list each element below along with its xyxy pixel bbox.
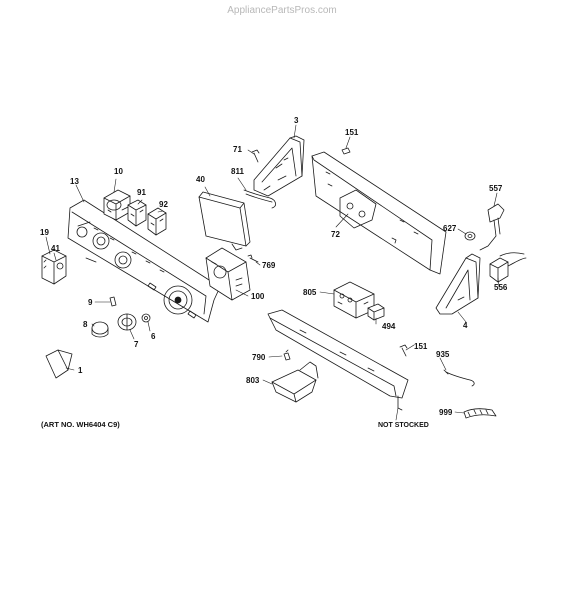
callout-40: 40 (196, 175, 205, 184)
callout-151-lower: 151 (414, 342, 428, 351)
callout-151-top: 151 (345, 128, 359, 137)
callout-805: 805 (303, 288, 317, 297)
bracket-40 (198, 191, 251, 251)
callout-1: 1 (78, 366, 83, 375)
screw-71 (251, 149, 260, 163)
timer-100 (205, 247, 251, 301)
callout-92: 92 (159, 200, 168, 209)
watermark: AppliancePartsPros.com (227, 5, 337, 16)
callout-627: 627 (443, 224, 457, 233)
connector-494 (367, 303, 385, 321)
knob-7 (117, 313, 137, 331)
clip-9 (109, 296, 117, 307)
callout-811: 811 (231, 167, 244, 176)
callout-8: 8 (83, 320, 88, 329)
knob-8 (91, 321, 109, 338)
callout-7: 7 (134, 340, 139, 349)
clip-790 (283, 349, 291, 361)
literature-1 (45, 349, 73, 379)
knob-6 (141, 313, 151, 323)
callout-3: 3 (294, 116, 299, 125)
part-803 (271, 361, 319, 403)
callout-557: 557 (489, 184, 503, 193)
clip-151-top (341, 147, 351, 155)
callout-19: 19 (40, 228, 49, 237)
not-stocked-label: NOT STOCKED (378, 422, 429, 429)
end-cap-3 (253, 135, 305, 197)
selector-switch-92 (147, 207, 167, 236)
callout-9: 9 (88, 298, 93, 307)
callout-999: 999 (439, 408, 453, 417)
screw-151-lower (399, 344, 408, 357)
switch-assembly (41, 249, 67, 285)
art-number: (ART NO. WH6404 C9) (41, 420, 120, 429)
callout-4: 4 (463, 321, 468, 330)
callout-91: 91 (137, 188, 146, 197)
callout-10: 10 (114, 167, 123, 176)
rotary-switch (103, 189, 131, 221)
wire-tie-999 (463, 408, 497, 419)
callout-13: 13 (70, 177, 79, 186)
bottom-support-bracket (267, 309, 409, 411)
switch-block-805 (333, 281, 375, 319)
callout-494: 494 (382, 322, 396, 331)
connector-556 (489, 252, 527, 283)
wire-harness-811 (243, 189, 276, 209)
wire-935 (443, 369, 475, 387)
callout-71: 71 (233, 145, 242, 154)
end-cap-4 (435, 253, 481, 315)
callout-556: 556 (494, 283, 508, 292)
back-panel-72 (311, 151, 447, 275)
callout-41: 41 (51, 244, 60, 253)
callout-790: 790 (252, 353, 266, 362)
leader-lines (45, 124, 500, 421)
power-cord-557 (479, 203, 505, 251)
control-panel-front (67, 199, 221, 323)
selector-switch-91 (127, 199, 147, 227)
grommet-627 (464, 231, 476, 241)
callout-935: 935 (436, 350, 450, 359)
screw-769 (247, 254, 259, 263)
callout-72: 72 (331, 230, 340, 239)
callout-6: 6 (151, 332, 156, 341)
callout-100: 100 (251, 292, 265, 301)
callout-769: 769 (262, 261, 276, 270)
callout-803: 803 (246, 376, 260, 385)
